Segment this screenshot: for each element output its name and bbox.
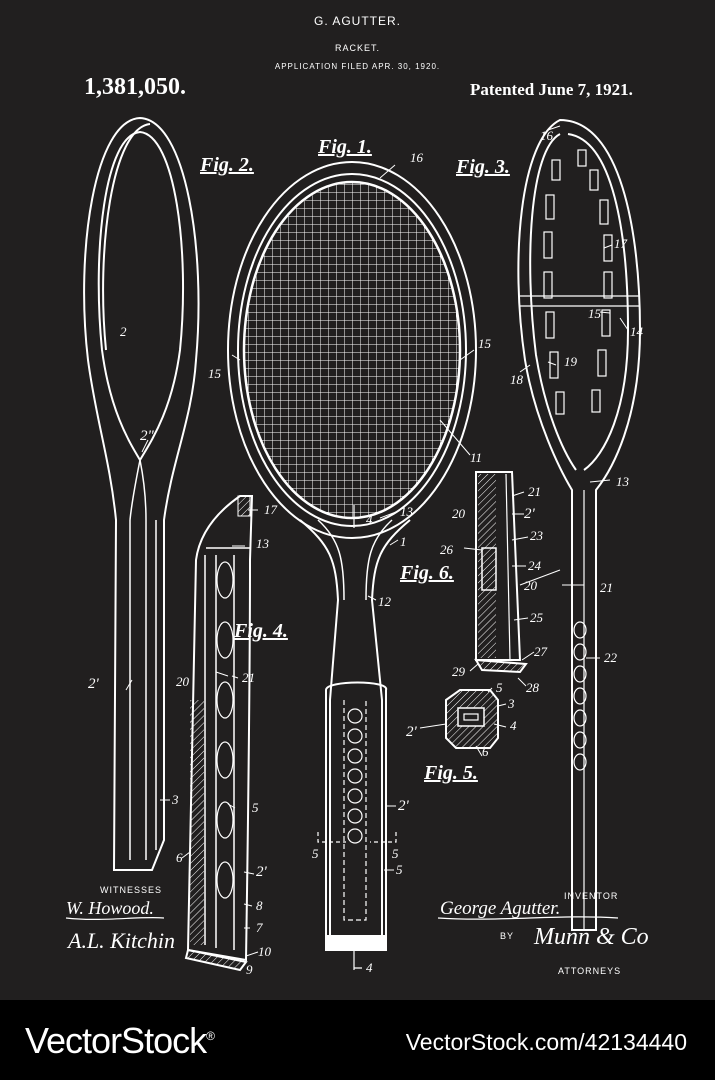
ref-5-fig1-right: 5 — [392, 846, 399, 862]
ref-25: 25 — [530, 610, 543, 626]
fig5-cross-section — [446, 690, 498, 748]
ref-15-fig1-left: 15 — [208, 366, 221, 382]
ref-14: 14 — [630, 324, 643, 340]
brand-logo: VectorStock® — [25, 1020, 214, 1062]
ref-20-fig6: 20 — [452, 506, 465, 522]
ref-7: 7 — [256, 920, 263, 936]
registered-mark: ® — [206, 1029, 214, 1043]
fig1-title: Fig. 1. — [318, 136, 372, 159]
ref-24: 24 — [528, 558, 541, 574]
ref-4-fig5: 4 — [510, 718, 517, 734]
stock-id: VectorStock.com/42134440 — [406, 1029, 687, 1056]
ref-5-fig4: 5 — [252, 800, 259, 816]
ref-2: 2 — [120, 324, 127, 340]
fig2-title: Fig. 2. — [200, 154, 254, 177]
ref-8: 8 — [256, 898, 263, 914]
ref-4-fig1-top: 4 — [366, 512, 373, 528]
ref-16-fig3: 16 — [540, 128, 553, 144]
ref-13-fig3: 13 — [616, 474, 629, 490]
witnesses-label: WITNESSES — [100, 885, 162, 895]
witness-1-signature: W. Howood. — [66, 898, 154, 919]
ref-17-fig4: 17 — [264, 502, 277, 518]
ref-22: 22 — [604, 650, 617, 666]
witness-2-signature: A.L. Kitchin — [68, 928, 175, 954]
ref-13-fig1: 13 — [400, 504, 413, 520]
ref-3-fig2: 3 — [172, 792, 179, 808]
ref-20-fig4: 20 — [176, 674, 189, 690]
fig2-side-racket — [84, 118, 198, 870]
ref-17-fig3: 17 — [614, 236, 627, 252]
fig6-vertical-section — [476, 472, 526, 672]
brand-name: VectorStock — [25, 1020, 206, 1061]
ref-2p-fig5: 2' — [406, 724, 417, 741]
ref-4-fig1-bottom: 4 — [366, 960, 373, 976]
ref-29: 29 — [452, 664, 465, 680]
ref-6-fig4: 6 — [176, 850, 183, 866]
ref-15-fig3: 15 — [588, 306, 601, 322]
ref-11-fig1: 11 — [470, 450, 482, 466]
ref-9: 9 — [246, 962, 253, 978]
ref-27: 27 — [534, 644, 547, 660]
ref-19: 19 — [564, 354, 577, 370]
application-date: APPLICATION FILED APR. 30, 1920. — [0, 62, 715, 71]
patent-number: 1,381,050. — [84, 74, 186, 101]
ref-21-fig3: 21 — [600, 580, 613, 596]
ref-15-fig1-right: 15 — [478, 336, 491, 352]
ref-2p-fig2: 2' — [88, 676, 99, 693]
ref-2p-fig1: 2' — [398, 798, 409, 815]
ref-23: 23 — [530, 528, 543, 544]
ref-5-fig1-handle: 5 — [396, 862, 403, 878]
ref-28: 28 — [526, 680, 539, 696]
attorney-signature: Munn & Co — [534, 924, 649, 951]
ref-2pp: 2" — [140, 428, 154, 445]
ref-2p-fig6: 2' — [524, 506, 535, 523]
ref-1: 1 — [400, 534, 407, 550]
attorneys-label: ATTORNEYS — [558, 966, 621, 976]
patented-date: Patented June 7, 1921. — [470, 80, 633, 100]
patent-sheet: G. AGUTTER. RACKET. APPLICATION FILED AP… — [0, 0, 715, 1000]
by-label: BY — [500, 931, 514, 941]
ref-21-fig4: 21 — [242, 670, 255, 686]
ref-18: 18 — [510, 372, 523, 388]
ref-6-fig5: 6 — [482, 744, 489, 760]
ref-26: 26 — [440, 542, 453, 558]
ref-3-fig5: 3 — [508, 696, 515, 712]
ref-13-fig4: 13 — [256, 536, 269, 552]
ref-20-fig3: 20 — [524, 578, 537, 594]
ref-10: 10 — [258, 944, 271, 960]
inventor-name: G. AGUTTER. — [0, 14, 715, 28]
fig4-handle-section — [186, 496, 252, 970]
invention-title: RACKET. — [0, 43, 715, 53]
ref-2p-fig4: 2' — [256, 864, 267, 881]
ref-5-fig5: 5 — [496, 680, 503, 696]
inventor-label: INVENTOR — [564, 891, 618, 901]
inventor-signature: George Agutter. — [440, 898, 560, 920]
fig3-title: Fig. 3. — [456, 156, 510, 179]
ref-21-fig6: 21 — [528, 484, 541, 500]
fig5-title: Fig. 5. — [424, 762, 478, 785]
ref-12: 12 — [378, 594, 391, 610]
ref-5-fig1-left: 5 — [312, 846, 319, 862]
ref-16-fig1: 16 — [410, 150, 423, 166]
fig6-title: Fig. 6. — [400, 562, 454, 585]
fig4-title: Fig. 4. — [234, 620, 288, 643]
